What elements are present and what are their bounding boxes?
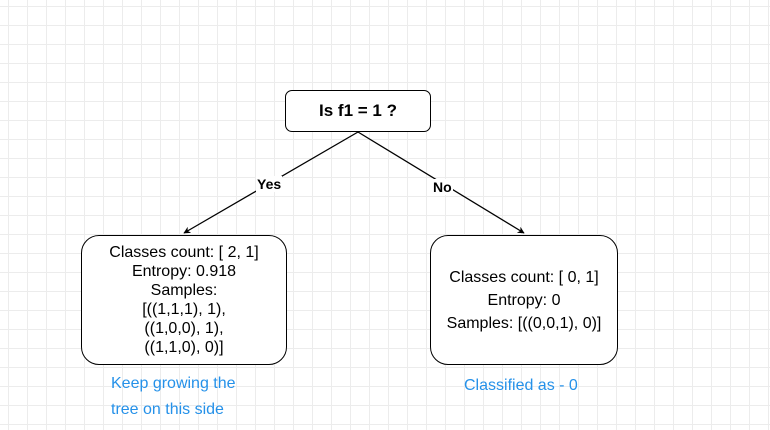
- left-node-entropy: Entropy: 0.918: [131, 263, 237, 280]
- left-node-classes-count: Classes count: [ 2, 1]: [109, 244, 259, 261]
- root-node: Is f1 = 1 ?: [285, 90, 431, 132]
- left-annotation-line-1: Keep growing the: [111, 375, 236, 392]
- edge-no-label: No: [432, 179, 453, 195]
- root-node-label: Is f1 = 1 ?: [319, 101, 397, 120]
- left-child-node: Classes count: [ 2, 1] Entropy: 0.918 Sa…: [81, 235, 287, 365]
- right-annotation: Classified as - 0: [464, 377, 578, 394]
- left-annotation-line-2: tree on this side: [111, 401, 224, 418]
- left-node-sample-1: [((1,1,1), 1),: [142, 301, 226, 318]
- left-annotation: Keep growing the tree on this side: [111, 371, 281, 423]
- right-node-samples: Samples: [((0,0,1), 0)]: [446, 314, 602, 332]
- right-node-classes-count: Classes count: [ 0, 1]: [449, 268, 599, 286]
- left-node-sample-3: ((1,1,0), 0)]: [144, 339, 224, 356]
- left-node-sample-2: ((1,0,0), 1),: [144, 320, 224, 337]
- left-node-samples-label: Samples:: [150, 282, 218, 299]
- right-child-node: Classes count: [ 0, 1] Entropy: 0 Sample…: [430, 235, 618, 365]
- right-node-entropy: Entropy: 0: [487, 291, 561, 309]
- edge-yes-label: Yes: [256, 176, 283, 192]
